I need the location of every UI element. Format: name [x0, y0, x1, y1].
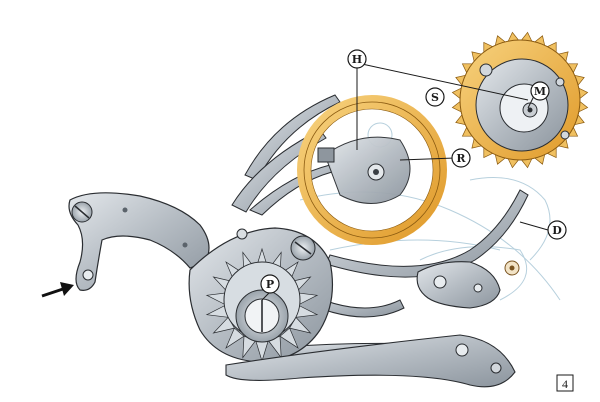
callout-s: S	[425, 87, 445, 107]
svg-text:M: M	[534, 85, 546, 98]
callout-d: D	[547, 220, 567, 240]
pointer-arrow	[41, 282, 74, 298]
svg-text:R: R	[456, 152, 466, 165]
gear-tooth	[279, 327, 299, 349]
upper-gear-assembly	[451, 31, 589, 169]
page-number: 4	[556, 374, 574, 392]
svg-text:D: D	[552, 224, 562, 237]
callout-m: M	[530, 81, 550, 101]
callout-h: H	[347, 49, 367, 69]
callout-p: P	[260, 274, 280, 294]
bottom-spring	[225, 334, 516, 388]
gear-tooth	[225, 327, 245, 349]
right-lever	[416, 260, 520, 309]
svg-text:4: 4	[562, 377, 568, 391]
pivot-pin	[82, 269, 94, 281]
svg-text:H: H	[352, 53, 362, 66]
callout-r: R	[451, 148, 471, 168]
svg-text:S: S	[431, 91, 439, 104]
gold-balance-wheel	[297, 95, 447, 245]
svg-text:P: P	[266, 278, 274, 291]
lever-arm	[68, 192, 210, 291]
